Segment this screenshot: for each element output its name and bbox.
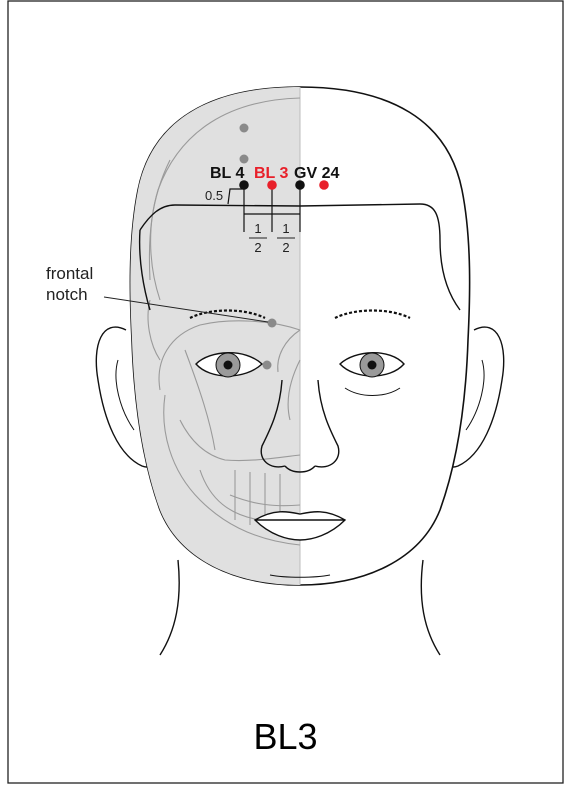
- grey-point: [240, 124, 249, 133]
- bl4-label: BL 4: [210, 165, 244, 182]
- grey-point: [263, 361, 272, 370]
- frontal-notch-label-line2: notch: [46, 285, 88, 304]
- grey-point: [240, 155, 249, 164]
- gv24-label: GV 24: [294, 165, 339, 182]
- bl3-label: BL 3: [254, 165, 288, 182]
- grey-point-frontal-notch: [268, 319, 277, 328]
- fraction-a-numerator: 1: [254, 221, 261, 236]
- fraction-a-denominator: 2: [254, 240, 261, 255]
- offset-label: 0.5: [205, 188, 223, 203]
- frontal-notch-label-line1: frontal: [46, 264, 93, 283]
- diagram-caption: BL3: [0, 716, 571, 758]
- fraction-b-numerator: 1: [282, 221, 289, 236]
- fraction-b-denominator: 2: [282, 240, 289, 255]
